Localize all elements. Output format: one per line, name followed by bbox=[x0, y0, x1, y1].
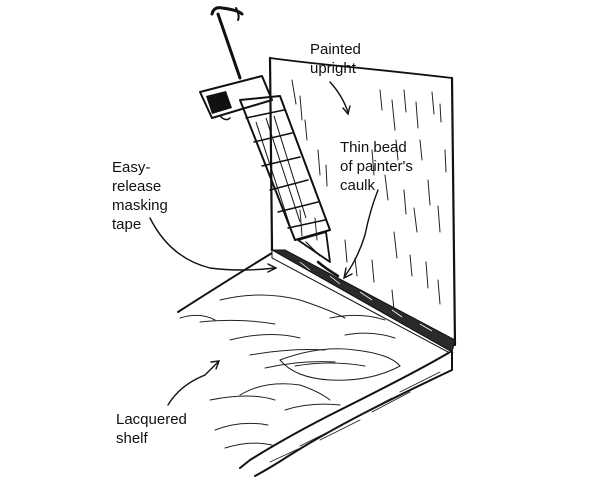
label-masking-tape: Easy- release masking tape bbox=[112, 158, 168, 234]
label-line: upright bbox=[310, 60, 356, 77]
label-painted-upright: Painted upright bbox=[310, 40, 361, 78]
leader-lines bbox=[149, 81, 379, 406]
label-line: Lacquered bbox=[116, 411, 187, 428]
label-line: of painter's bbox=[340, 158, 413, 175]
masking-tape-leader bbox=[149, 217, 276, 271]
label-thin-bead-caulk: Thin bead of painter's caulk bbox=[340, 138, 413, 195]
label-line: Easy- bbox=[112, 159, 151, 176]
label-line: Painted bbox=[310, 41, 361, 58]
painted-upright bbox=[268, 56, 457, 347]
lacquered-shelf bbox=[177, 252, 453, 477]
label-line: masking bbox=[112, 197, 168, 214]
label-line: tape bbox=[112, 216, 142, 233]
label-line: shelf bbox=[116, 430, 148, 447]
caulk-bead bbox=[316, 260, 340, 278]
masking-tape bbox=[270, 249, 456, 353]
lacquered-shelf-leader bbox=[167, 361, 219, 406]
label-line: release bbox=[112, 178, 162, 195]
label-line: Thin bead bbox=[340, 139, 407, 156]
label-line: caulk bbox=[340, 177, 376, 194]
label-lacquered-shelf: Lacquered shelf bbox=[116, 410, 187, 448]
painted-upright-leader bbox=[329, 81, 349, 113]
caulking-gun bbox=[199, 6, 331, 263]
thin-bead-leader bbox=[344, 189, 379, 277]
